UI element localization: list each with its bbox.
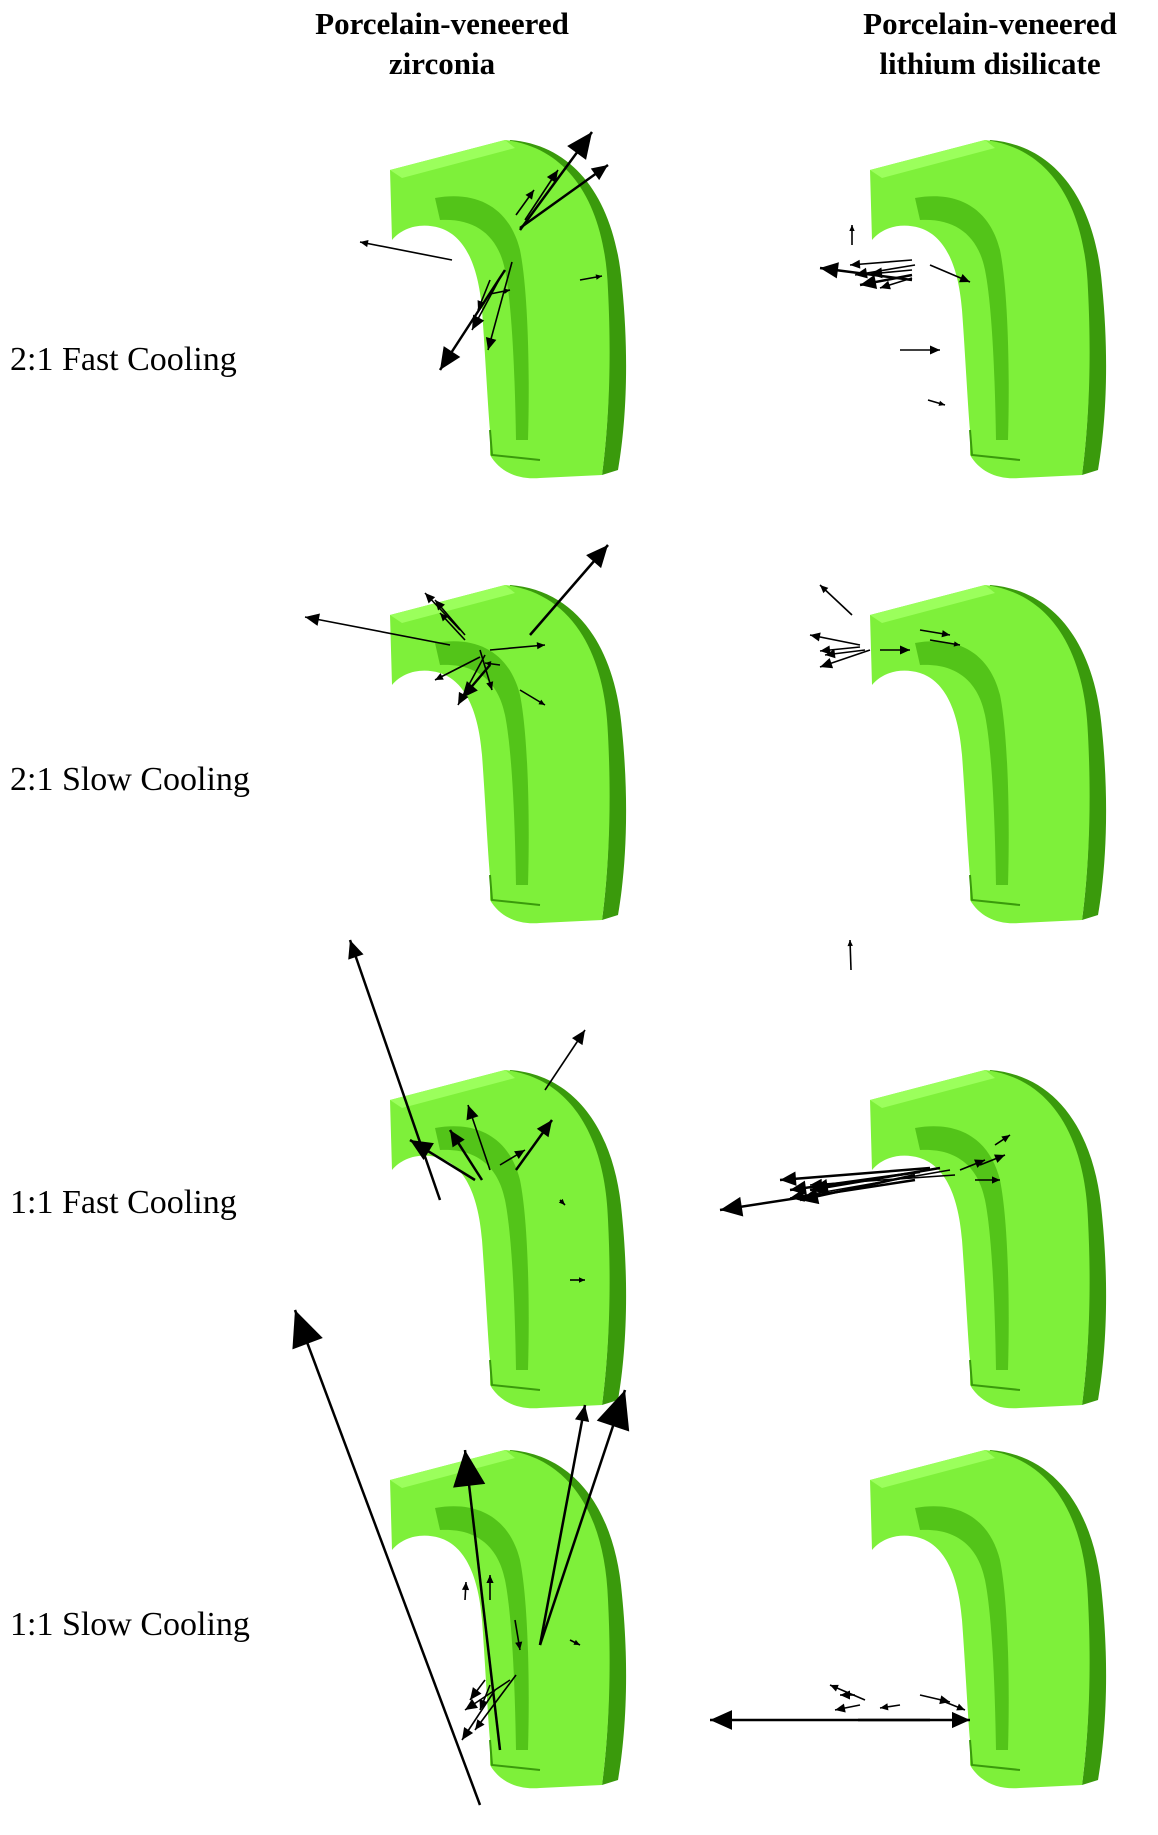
panel-lithium-1-1-fast xyxy=(719,939,1158,1450)
stress-vector-arrow xyxy=(854,264,916,279)
row-label-2-1-fast-cooling: 2:1 Fast Cooling xyxy=(10,341,237,378)
stress-vector-arrow xyxy=(471,277,501,331)
stress-vector-arrow xyxy=(789,1169,951,1202)
stress-vector-arrow xyxy=(847,939,853,971)
panel-figure xyxy=(304,544,627,924)
stress-vector-arrow xyxy=(514,1619,523,1651)
stress-vector-arrow xyxy=(558,1198,566,1206)
panel-figure xyxy=(809,584,1107,924)
panel-zirconia-1-1-fast xyxy=(280,939,760,1450)
stress-vector-arrow xyxy=(994,1134,1011,1146)
stress-vector-arrow xyxy=(929,264,971,283)
stress-vector-arrow xyxy=(439,612,466,641)
stress-vector-arrow xyxy=(879,1703,901,1711)
stress-vector-arrow xyxy=(438,269,507,371)
panel-figure xyxy=(719,939,1107,1409)
row-label-1-1-fast-cooling: 1:1 Fast Cooling xyxy=(10,1184,237,1221)
panel-lithium-1-1-slow xyxy=(710,1400,1158,1830)
panel-zirconia-2-1-fast xyxy=(280,90,760,520)
stress-vector-arrow xyxy=(919,629,951,638)
stress-vector-arrow xyxy=(779,1166,931,1186)
stress-vector-arrow xyxy=(519,163,609,230)
stress-vector-arrow xyxy=(538,1404,590,1646)
panel-lithium-2-1-slow xyxy=(740,535,1158,965)
stress-vector-arrow xyxy=(900,345,940,355)
stress-vector-arrow xyxy=(829,1684,866,1701)
stress-vector-arrow xyxy=(819,645,861,655)
stress-vector-arrow xyxy=(880,645,910,655)
stress-vector-arrow xyxy=(515,189,535,216)
row-label-1-1-slow-cooling: 1:1 Slow Cooling xyxy=(10,1606,250,1643)
stress-vector-arrow xyxy=(919,1694,951,1705)
stress-vector-arrow xyxy=(485,261,513,351)
panel-zirconia-1-1-slow xyxy=(280,1309,760,1830)
stress-vector-arrow xyxy=(975,1176,1000,1184)
stress-vector-arrow xyxy=(514,1119,554,1171)
stress-vector-arrow xyxy=(464,1679,511,1711)
crown-model xyxy=(870,585,1107,924)
stress-vector-arrow xyxy=(489,642,546,651)
stress-vector-arrow xyxy=(519,689,546,706)
stress-vector-arrow xyxy=(849,259,913,269)
panel-figure xyxy=(819,140,1107,479)
panel-figure xyxy=(710,1450,1107,1789)
stress-vector-arrow xyxy=(570,1277,585,1283)
stress-vector-arrow xyxy=(292,1309,482,1806)
stress-vector-arrow xyxy=(489,288,511,295)
stress-vector-arrow xyxy=(809,1174,956,1190)
stress-vector-arrow xyxy=(477,279,491,311)
stress-vector-arrow xyxy=(424,592,461,631)
stress-vector-arrow xyxy=(927,399,946,406)
stress-vector-arrow xyxy=(824,649,866,659)
stress-vector-arrow xyxy=(859,273,913,290)
stress-vector-arrow xyxy=(466,1104,491,1171)
stress-vector-arrow xyxy=(461,1581,470,1601)
stress-vector-arrow xyxy=(529,544,609,636)
stress-vector-arrow xyxy=(448,1129,484,1181)
stress-vector-arrow xyxy=(819,584,853,616)
stress-vector-arrow xyxy=(819,649,871,669)
stress-vector-arrow xyxy=(409,1138,476,1182)
crown-model xyxy=(870,140,1107,479)
stress-vector-arrow xyxy=(469,1679,486,1701)
panel-zirconia-2-1-slow xyxy=(280,535,760,965)
stress-vector-arrow xyxy=(979,1154,1006,1166)
panel-figure xyxy=(348,939,627,1409)
stress-vector-arrow xyxy=(834,1703,861,1713)
stress-vector-arrow xyxy=(959,1159,986,1171)
stress-vector-arrow xyxy=(474,1674,517,1731)
stress-vector-arrow xyxy=(434,656,481,681)
stress-vector-arrow xyxy=(569,1639,581,1646)
stress-vector-arrow xyxy=(461,1689,496,1741)
stress-vector-arrow xyxy=(538,1389,630,1646)
panel-figure xyxy=(292,1309,630,1806)
stress-vector-arrow xyxy=(359,240,453,261)
stress-vector-arrow xyxy=(499,1149,526,1166)
stress-vector-arrow xyxy=(929,639,961,647)
stress-vector-arrow xyxy=(304,613,451,646)
row-label-2-1-slow-cooling: 2:1 Slow Cooling xyxy=(10,761,250,798)
crown-model xyxy=(390,1070,627,1409)
crown-model xyxy=(390,1450,627,1789)
stress-vector-arrow xyxy=(434,599,466,636)
stress-vector-arrow xyxy=(461,664,491,699)
panel-figure xyxy=(359,131,627,479)
stress-vector-arrow xyxy=(809,632,861,646)
crown-model xyxy=(870,1070,1107,1409)
column-header-zirconia: Porcelain-veneered zirconia xyxy=(315,6,569,81)
crown-model xyxy=(390,140,627,479)
stress-vector-arrow xyxy=(579,274,603,281)
stress-vector-arrow xyxy=(486,1575,494,1600)
stress-vector-arrow xyxy=(849,225,855,245)
column-header-lithium-disilicate: Porcelain-veneered lithium disilicate xyxy=(863,6,1117,81)
stress-vector-arrow xyxy=(939,1699,966,1711)
crown-model xyxy=(390,585,627,924)
stress-vector-arrow xyxy=(544,1029,586,1091)
crown-model xyxy=(870,1450,1107,1789)
panel-lithium-2-1-fast xyxy=(740,90,1158,520)
stress-vector-arrow xyxy=(710,1710,930,1730)
stress-vector-arrow xyxy=(453,1449,502,1751)
stress-vector-arrow xyxy=(524,169,559,221)
stress-vector-arrow xyxy=(879,277,913,290)
